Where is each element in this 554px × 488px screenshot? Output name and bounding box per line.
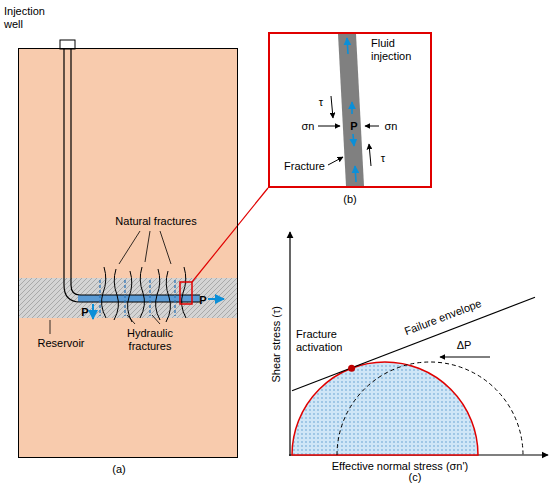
flow-arrows: [353, 134, 354, 146]
axis-title: Shear stress (τ): [270, 289, 283, 399]
stress-arrows: [318, 96, 379, 166]
leader-lines: [50, 231, 171, 334]
panel-a-box: Natural fracturesReservoir Hydraulic frac…: [18, 48, 238, 458]
flow-arrows: [347, 38, 356, 182]
hydraulic-fractures: [99, 280, 100, 316]
natural-fracture: [166, 271, 170, 322]
stress-arrows: [331, 96, 333, 118]
stress-arrows: [328, 157, 343, 165]
zoom-line: [192, 188, 268, 282]
natural-fractures: [102, 267, 186, 322]
pressure-arrow: [92, 304, 94, 319]
hydraulic-fractures: [149, 280, 150, 316]
panel-a-art: [18, 48, 238, 458]
zoom-box: [180, 282, 192, 304]
well-casing: [71, 49, 200, 295]
panel-label: (a): [104, 463, 134, 476]
pressure-symbol: P: [79, 306, 91, 319]
curve-label: Failure envelope: [394, 294, 492, 342]
stress-symbol: τ: [377, 152, 389, 165]
panel-a-art: [18, 40, 268, 458]
pressure-symbol: P: [348, 120, 360, 133]
pressure-arrow: [208, 298, 224, 300]
panel-label: (b): [335, 193, 365, 206]
failure-envelope: [292, 297, 535, 391]
stress-arrows: [365, 126, 379, 127]
natural-fracture: [102, 267, 106, 318]
flow-arrows: [351, 102, 353, 114]
natural-fracture: [156, 269, 160, 320]
mohr-circle: [292, 362, 478, 455]
pressure-shift-arrow: [440, 357, 490, 358]
leader-lines: [50, 320, 51, 334]
stress-symbol: σn: [381, 120, 401, 133]
panel-b-art: [318, 34, 379, 186]
hydraulic-fractures: [174, 280, 175, 316]
natural-fracture: [182, 267, 186, 318]
initial-circle: [337, 362, 523, 455]
part-label: Natural fractures: [106, 215, 206, 228]
natural-fracture: [128, 271, 132, 322]
stress-symbol: τ: [315, 96, 327, 109]
part-label: Fracture: [284, 160, 330, 173]
part-label: Injection well: [4, 5, 62, 30]
part-label: Reservoir: [31, 337, 91, 350]
pressure-symbol: P: [197, 294, 209, 307]
flow-arrows: [355, 166, 356, 182]
stress-symbol: σn: [298, 120, 318, 133]
leader-lines: [145, 231, 150, 262]
mohr-chart: [289, 232, 548, 456]
well-casing: [64, 49, 200, 302]
flow-arrows: [347, 38, 348, 54]
shift-label: ΔP: [452, 339, 476, 352]
natural-fracture: [114, 269, 118, 320]
hydraulic-fractures: [100, 280, 175, 316]
stress-arrows: [318, 126, 340, 127]
part-label: Fluid injection: [371, 37, 429, 62]
axis-title: Effective normal stress (σn'): [300, 460, 500, 473]
fracture-strip: [338, 34, 364, 186]
leader-lines: [119, 231, 140, 264]
y-axis: [289, 232, 290, 456]
zoom-panel-box: Fluid injectionτσnσnτPFracture: [268, 32, 432, 188]
part-label: Hydraulic fractures: [119, 327, 181, 352]
leader-lines: [160, 231, 171, 264]
natural-fracture: [140, 267, 144, 318]
leader-lines: [127, 315, 135, 324]
point-label: Fracture activation: [296, 328, 364, 353]
activation-point: [348, 365, 355, 372]
hydraulic-fractures: [124, 280, 125, 316]
leader-lines: [152, 315, 160, 324]
panel-label: (c): [400, 471, 430, 484]
stress-arrows: [369, 144, 371, 166]
